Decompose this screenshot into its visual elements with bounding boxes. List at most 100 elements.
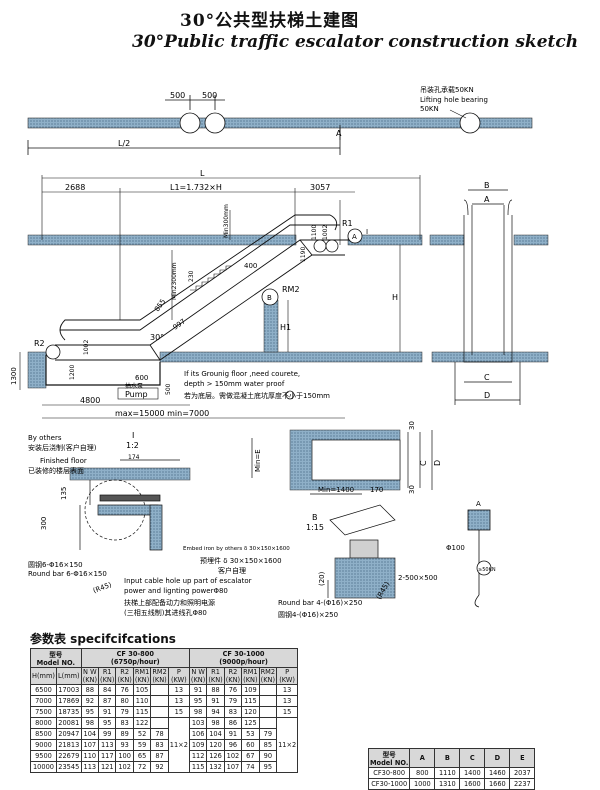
hoist-cn: 吊装孔承载50KN: [420, 85, 474, 94]
detail-i-label: I: [132, 431, 134, 440]
detail-b-bar-cn: 圆钢4-(Φ16)×250: [278, 610, 338, 619]
col-header: RM1 (KN): [241, 667, 260, 685]
cable-cn-1: 扶梯上部配备动力和照明电源: [124, 598, 215, 607]
table-cell: 79: [258, 728, 278, 740]
col-header: RM1 (KN): [132, 667, 152, 685]
title-chinese: 30°公共型扶梯土建图: [180, 11, 360, 31]
table-cell: 20081: [55, 717, 82, 729]
pit-dim-c: C: [419, 460, 428, 466]
dim-30deg: 30°: [150, 333, 164, 342]
dim-max-min: max=15000 min=7000: [115, 409, 209, 418]
col-header: RM2 (KN): [150, 667, 169, 685]
table-cell: 9000: [30, 739, 57, 751]
table-cell: 6500: [30, 684, 57, 696]
table-cell: 110: [80, 750, 100, 762]
dim-col-header: D: [484, 748, 511, 768]
dim-400: 400: [244, 262, 257, 270]
dim-500-pit: 500: [165, 383, 172, 395]
front-dim-b: B: [484, 181, 490, 190]
note-cn: 若为底层。需做混凝土底坑厚度不小于150mm: [184, 391, 330, 400]
dim-min2300: Min2300mm: [171, 262, 178, 300]
detail-b-label: B: [312, 513, 318, 522]
table-cell: 91: [206, 695, 225, 707]
table-cell: 52: [132, 728, 152, 740]
table-cell: 15: [167, 706, 190, 718]
dim-1190: 1190: [300, 247, 307, 262]
table-cell: [258, 706, 278, 718]
table-cell: 99: [98, 728, 117, 740]
table-cell: 11×2: [167, 717, 190, 773]
table-cell: 17869: [55, 695, 82, 707]
table-cell: 53: [241, 728, 260, 740]
detail-b: [327, 504, 396, 599]
top-label-a: A: [336, 129, 342, 138]
table-cell: 120: [241, 706, 260, 718]
dim-l2: L/2: [118, 139, 130, 148]
table-cell: 100: [115, 750, 134, 762]
table-cell: 86: [223, 717, 243, 729]
table-cell: 21813: [55, 739, 82, 751]
round-bar-en: Round bar 6-Φ16×150: [28, 570, 107, 578]
embed-cn-1: 预埋件 δ 30×150×1600: [200, 556, 282, 565]
dim-cell: 2037: [509, 767, 536, 779]
detail-b-scale: 1:15: [306, 523, 324, 532]
model-header: 型号 Model NO.: [30, 648, 82, 668]
table-cell: 8000: [30, 717, 57, 729]
dim-col-header: C: [459, 748, 486, 768]
group2-name: CF 30-1000: [222, 650, 265, 658]
dim-cell: 1460: [484, 767, 511, 779]
table-cell: 92: [80, 695, 100, 707]
table-cell: 126: [206, 750, 225, 762]
l-col-header: L(mm): [55, 667, 82, 685]
table-cell: 10000: [30, 761, 57, 773]
cable-en-2: power and lignting powerΦ80: [124, 587, 228, 595]
label-rm2: RM2: [282, 285, 300, 294]
detail-b-dim-20: (20): [318, 571, 326, 586]
top-view: [27, 95, 533, 155]
table-cell: 120: [206, 739, 225, 751]
dim-cell: 1310: [434, 778, 461, 790]
table-cell: 87: [150, 750, 169, 762]
spec-table: 型号 Model NO. CF 30-800 (6750p/hour) CF 3…: [30, 648, 299, 773]
detail-i: [69, 459, 191, 551]
dim-h: H: [392, 293, 398, 302]
table-cell: [258, 684, 278, 696]
table-cell: 85: [258, 739, 278, 751]
note-en-2: depth > 150mm water proof: [184, 380, 285, 388]
table-cell: 91: [188, 684, 208, 696]
detail-b-2x500: 2-500×500: [398, 574, 438, 582]
dim-1100: 1100: [311, 225, 318, 240]
model-cn: 型号: [49, 651, 63, 659]
table-cell: 74: [241, 761, 260, 773]
col-header: N W (KN): [80, 667, 100, 685]
table-cell: 96: [223, 739, 243, 751]
table-cell: 93: [115, 739, 134, 751]
table-cell: 105: [132, 684, 152, 696]
dim-500-left: 500: [170, 91, 185, 100]
table-cell: 94: [206, 706, 225, 718]
cable-cn-2: (三相五线制)其进线孔Φ80: [124, 608, 207, 617]
dim-model-en: Model NO.: [370, 759, 409, 767]
pump-cn: 抽水泵: [125, 382, 143, 390]
dim-cell: 1110: [434, 767, 461, 779]
label-a-circle: A: [352, 233, 357, 241]
table-cell: 8500: [30, 728, 57, 740]
dim-4800: 4800: [80, 396, 100, 405]
embed-en: Embed iron by others δ 30×150×1600: [183, 546, 290, 552]
hoist-val: 50KN: [420, 105, 439, 113]
dim-1002-bottom: 1002: [83, 340, 90, 355]
table-cell: 106: [188, 728, 208, 740]
table-cell: 76: [223, 684, 243, 696]
table-cell: 112: [188, 750, 208, 762]
table-cell: 95: [188, 695, 208, 707]
table-cell: 89: [115, 728, 134, 740]
table-cell: 13: [276, 695, 299, 707]
label-i-side: I: [366, 228, 368, 236]
table-cell: 98: [80, 717, 100, 729]
table-cell: 125: [241, 717, 260, 729]
table-cell: 83: [223, 706, 243, 718]
